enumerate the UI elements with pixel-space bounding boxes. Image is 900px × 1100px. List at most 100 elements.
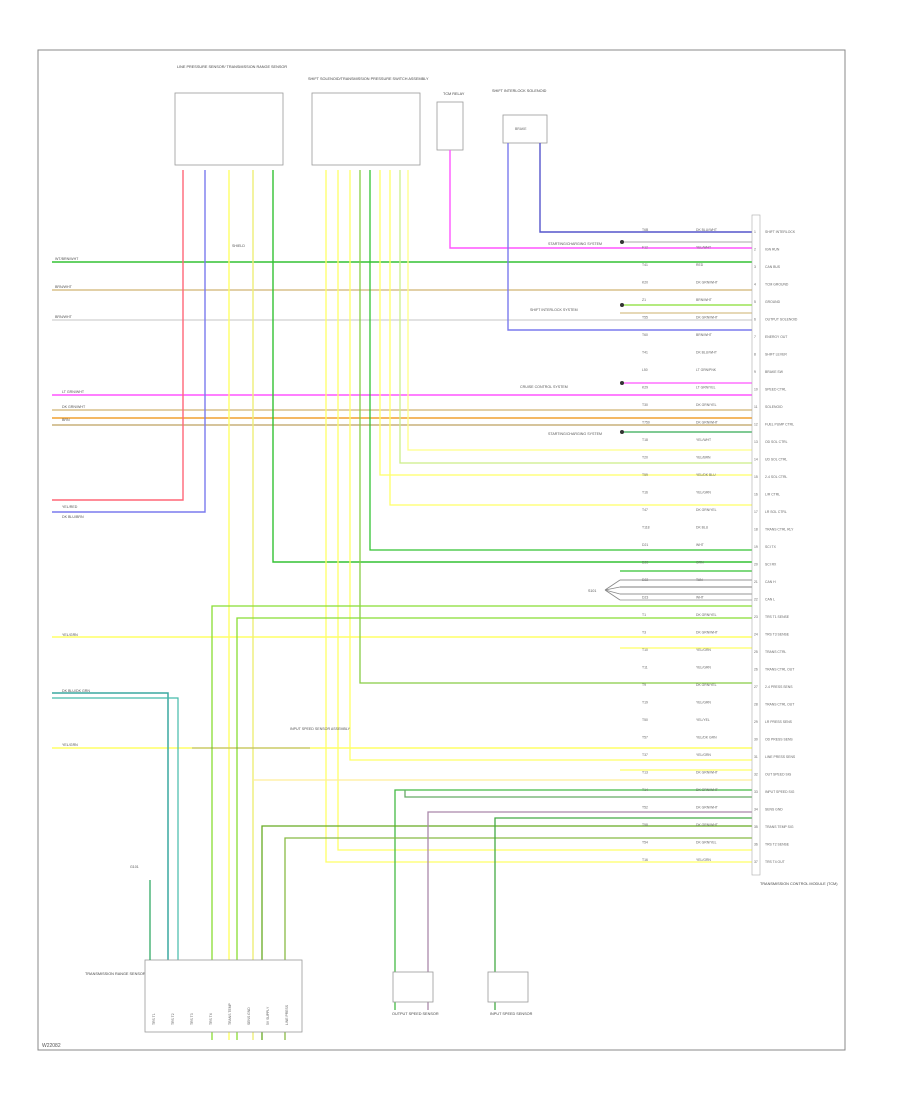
pm-wire-red [52,170,184,501]
tcm-row-wire: DK GRN/YEL [696,613,717,617]
shield-label: SHIELD [232,244,245,248]
tcm-row-code: T19 [642,701,648,705]
tcm-row-pin: 8 [754,353,756,357]
range-sensor-pin-label: TRS T1 [152,1013,156,1025]
row-olive-18 [261,825,752,1040]
tcm-row-wire: TAN [696,578,703,582]
range-sensor-pin-label: SENS GND [247,1007,251,1025]
system-label-3: CRUISE CONTROL SYSTEM [520,385,568,389]
tcm-row-wire: DK BLU/WHT [696,351,717,355]
tcm-row-code: T750 [642,421,650,425]
tcm-row-wire: WHT [696,596,704,600]
tcm-row-pin: 11 [754,405,758,409]
tcm-row-code: T13 [642,771,648,775]
tcm-row-wire: DK GRN/YEL [696,508,717,512]
tcm-row-function: SENS GND [765,808,783,812]
shift-interlock: SHIFT INTERLOCK SOLENOID BRAKE [492,89,752,331]
tcm-row-function: TRS T2 SENSE [765,843,790,847]
tcm-row-code: K29 [642,386,648,390]
pressure-module: LINE PRESSURE SENSOR/ TRANSMISSION RANGE… [52,65,752,1040]
tcm-row-pin: 1 [754,230,756,234]
tcm-row-wire: WHT [696,543,704,547]
left-label-4: LT GRN/WHT [62,390,85,394]
tcm-row-function: CAN BUS [765,265,781,269]
row-lime-12 [236,617,752,1040]
tcm-row-code: T41 [642,263,648,267]
tcm-row-function: SHIFT INTERLOCK [765,230,796,234]
tcm-row-wire: LT GRN/PNK [696,368,717,372]
tcm-row-code: T11 [642,666,648,670]
tcm-row-wire: RED [696,263,704,267]
tcm-row-wire: GRN [696,561,704,565]
sp-wire-2 [337,170,752,851]
left-labels: WT/BRN/WHT BRN/WHT BRN/WHT LT GRN/WHT DK… [55,257,90,747]
sp-wire-4 [359,170,752,684]
relay-box [436,101,464,151]
pm-wire-blue [52,170,206,513]
tcm-row-code: T47 [642,508,648,512]
sp-wire-1 [325,170,752,863]
tcm-row-pin: 13 [754,440,758,444]
tcm-row-wire: DK GRN/WHT [696,316,718,320]
tcm-row-wire: DK GRN/WHT [696,631,718,635]
tcm-row-function: TRS T3 SENSE [765,633,790,637]
shift-interlock-box [502,114,548,144]
tcm-row-function: OUTPUT SOLENOID [765,318,798,322]
tcm-row-pin: 37 [754,860,758,864]
input-speed-box [487,971,529,1003]
tcm-row-pin: 4 [754,283,756,287]
tcm-row-pin: 15 [754,475,758,479]
row-green-16 [394,789,752,1010]
figure-code: W22082 [42,1043,61,1049]
tcm-row-code: T55 [642,316,648,320]
tcm-row-code: T1 [642,613,646,617]
row-lime-11 [211,605,752,1040]
tcm-row-code: T60 [642,333,648,337]
range-sensor: TRANSMISSION RANGE SENSOR (TRS) G101 TRS… [85,865,303,1033]
splice-label: S101 [588,589,596,593]
tcm-row-function: OUT SPEED SIG [765,773,792,777]
tcm-row-pin: 20 [754,563,758,567]
teal-wire [52,692,169,960]
tcm-row-wire: YEL/YEL [696,718,710,722]
tcm-row-pin: 18 [754,528,758,532]
horizontal-wires [52,261,752,749]
input-speed-title: INPUT SPEED SENSOR [490,1012,533,1016]
tcm-row-wire: DK GRN/WHT [696,823,718,827]
tcm-row-function: SHIFT LEVER [765,353,787,357]
solenoid-pack-box [311,92,421,166]
tcm-row-function: TRANS TEMP SIG [765,825,794,829]
tcm-row-wire: LT GRN/YEL [696,386,716,390]
tcm-row-pin: 10 [754,388,758,392]
tcm-row-function: TRS T1 SENSE [765,615,790,619]
system-label-2: SHIFT INTERLOCK SYSTEM [530,308,578,312]
tcm-row-pin: 25 [754,650,758,654]
tcm-row-code: T50 [642,718,648,722]
left-label-11: YEL/GRN [62,743,78,747]
tcm-row-wire: YEL/BRN [696,456,711,460]
tcm-row-code: T16 [642,491,648,495]
tcm-row-pin: 30 [754,738,758,742]
tcm-row-code: T54 [642,841,648,845]
tcm-row-pin: 9 [754,370,756,374]
relay-wire-pink [449,150,752,249]
tcm-row-function: TRANS CTRL [765,650,786,654]
tcm-row-function: SPEED CTRL [765,388,786,392]
tcm-row-function: LR PRESS SENS [765,720,793,724]
tcm-row-code: T37 [642,753,648,757]
system-label-4: STARTING/CHARGING SYSTEM [548,432,602,436]
tcm-row-pin: 2 [754,248,756,252]
tcm-row-function: TRANS CTRL OUT [765,668,794,672]
sp-wire-6 [379,170,752,476]
row-olive-19 [284,837,752,1040]
solenoid-pack-title: SHIFT SOLENOID/TRANSMISSION PRESSURE SWI… [308,77,429,81]
range-sensor-pin-label: TRS T2 [171,1013,175,1025]
tcm-row-pin: 21 [754,580,758,584]
tcm-row-wire: YEL/GRN [696,858,711,862]
tcm-row-code: T59 [642,473,648,477]
tcm-row-code: T41 [642,351,648,355]
range-sensor-pin-label: LINE PRESS [285,1004,289,1025]
tcm-row-pin: 7 [754,335,756,339]
tcm-row-function: TRS T4 OUT [765,860,785,864]
